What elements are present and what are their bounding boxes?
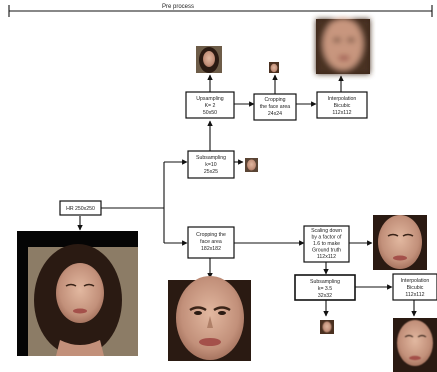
node-crop-face-line-3: 182x182 xyxy=(201,246,221,252)
cropped-face-image xyxy=(168,276,251,361)
node-interp-right-line-2: Bicubic xyxy=(407,285,424,291)
node-scale-down: Scaling down by a factor of 1.6 to make … xyxy=(303,225,350,263)
hr-portrait-image xyxy=(17,231,138,356)
subsampled-tiny-thumbnail-image xyxy=(320,320,334,334)
node-interp-right-line-1: Interpolation xyxy=(401,278,430,284)
node-subsampling-2: Subsampling k= 3.5 32x32 xyxy=(294,274,356,301)
node-interp-top-line-3: 112x112 xyxy=(332,110,351,116)
node-interp-right: Interpolation Bicubic 112x112 xyxy=(392,273,437,301)
node-crop-small-line-1: Cropping xyxy=(264,97,285,103)
node-crop-face-line-2: face area xyxy=(200,239,222,245)
node-subsampling-2-line-1: Subsampling xyxy=(310,279,340,285)
node-interp-top-line-2: Bicubic xyxy=(334,103,351,109)
node-scale-down-line-3: 1.6 to make xyxy=(313,241,340,247)
node-crop-small-line-2: the face area xyxy=(260,104,290,110)
node-crop-face-line-1: Cropping the xyxy=(196,232,226,238)
node-upsampling-line-1: Upsampling xyxy=(196,96,224,102)
connectors xyxy=(77,74,417,317)
node-subsampling: Subsampling k=10 25x25 xyxy=(187,150,235,179)
cropped-tiny-thumbnail-image xyxy=(269,62,279,73)
node-upsampling-line-3: 50x50 xyxy=(203,110,217,116)
subsampled-thumbnail-image xyxy=(245,158,258,172)
node-crop-small-line-3: 24x24 xyxy=(268,111,282,117)
node-subsampling-line-3: 25x25 xyxy=(204,169,218,175)
node-subsampling-2-line-2: k= 3.5 xyxy=(318,286,332,292)
node-upsampling: Upsampling K= 2 50x50 xyxy=(185,91,235,119)
node-scale-down-line-4: Ground truth xyxy=(312,248,341,254)
node-hr-label: HR 250x250 xyxy=(66,206,95,212)
node-subsampling-2-line-3: 32x32 xyxy=(318,293,332,299)
node-upsampling-line-2: K= 2 xyxy=(205,103,216,109)
node-scale-down-line-5: 112x112 xyxy=(317,254,336,260)
node-interp-top: Interpolation Bicubic 112x112 xyxy=(316,91,368,119)
header-span: Pre process xyxy=(8,4,433,17)
upsampled-thumbnail-image xyxy=(196,46,222,73)
node-subsampling-line-1: Subsampling xyxy=(196,155,226,161)
header-title: Pre process xyxy=(162,4,194,10)
node-scale-down-line-2: by a factor of xyxy=(312,235,343,241)
node-interp-right-line-3: 112x112 xyxy=(405,292,424,298)
node-crop-small: Cropping the face area 24x24 xyxy=(253,93,297,121)
interpolated-face-image xyxy=(393,318,437,372)
node-interp-top-line-1: Interpolation xyxy=(328,96,357,102)
node-scale-down-line-1: Scaling down xyxy=(311,228,342,234)
node-subsampling-line-2: k=10 xyxy=(205,162,217,168)
interpolated-blurry-face-image xyxy=(316,18,370,74)
node-crop-face: Cropping the face area 182x182 xyxy=(187,226,235,259)
node-hr: HR 250x250 xyxy=(59,200,102,216)
ground-truth-face-image xyxy=(373,215,427,270)
